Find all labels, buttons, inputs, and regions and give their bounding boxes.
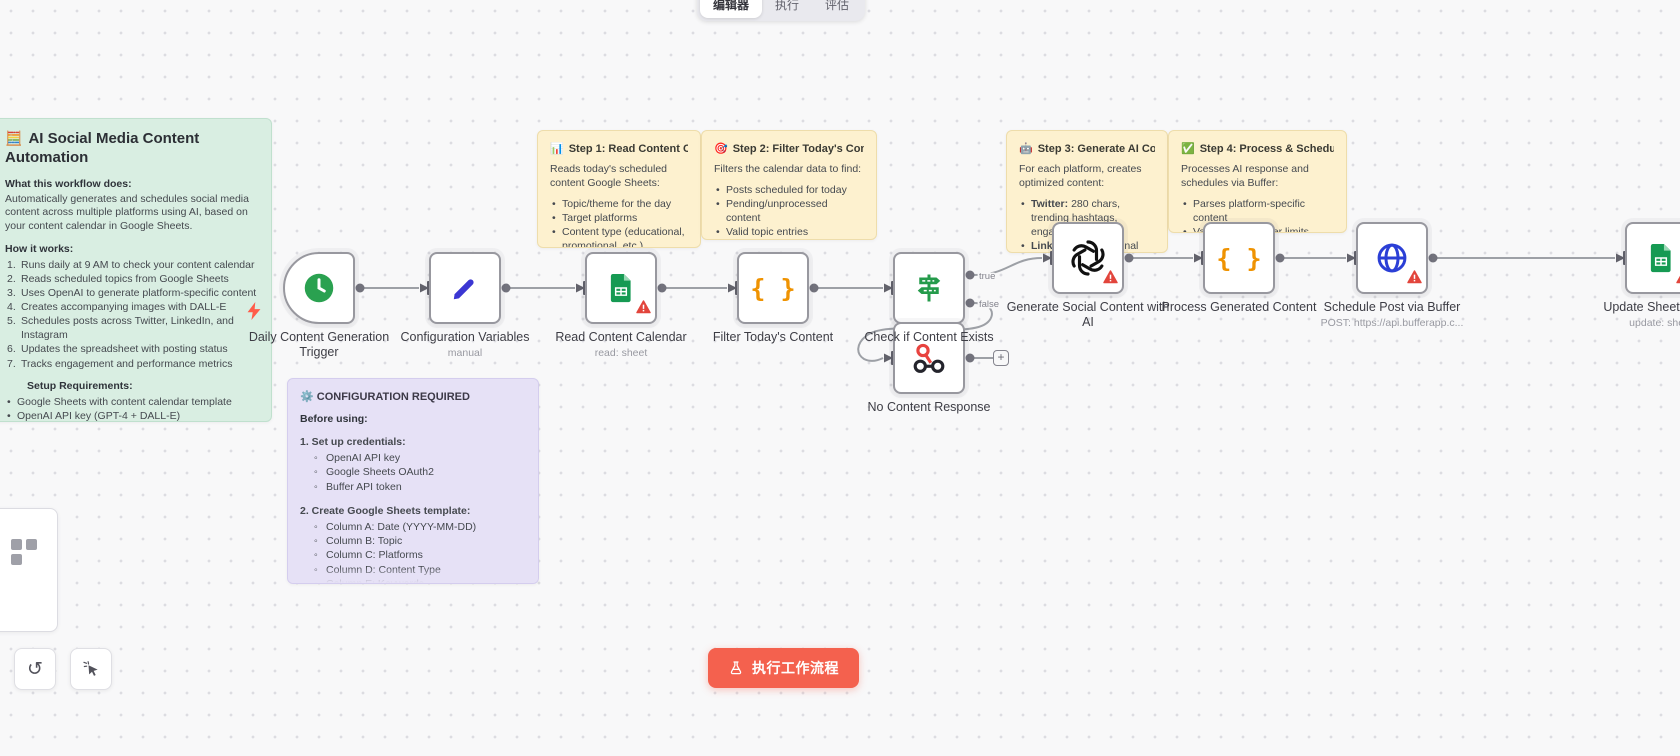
overview-setup-heading: Setup Requirements:: [27, 379, 133, 392]
sticky-note-step2[interactable]: 🎯Step 2: Filter Today's Content Filters …: [701, 130, 877, 240]
minimap-node: [26, 539, 37, 550]
connection-wire[interactable]: [1275, 251, 1359, 265]
code-braces-icon: { }: [750, 273, 796, 303]
add-node-plus-button[interactable]: +: [993, 350, 1009, 366]
warning-badge: [1103, 270, 1118, 289]
node-no-content-response[interactable]: [893, 322, 965, 394]
list-item: Google Sheets with content calendar temp…: [5, 395, 259, 409]
openai-icon: [1071, 240, 1105, 276]
node-daily-trigger[interactable]: [283, 252, 355, 324]
node-check-if-content-exists[interactable]: [893, 252, 965, 324]
dart-icon: 🎯: [714, 143, 728, 155]
minimap[interactable]: [0, 508, 58, 632]
node-schedule-post-buffer[interactable]: [1356, 222, 1428, 294]
tab-evaluations[interactable]: 评估: [825, 0, 850, 12]
connection-wire[interactable]: [501, 281, 588, 295]
list-item: Runs daily at 9 AM to check your content…: [7, 258, 255, 272]
node-label: No Content Response: [867, 400, 991, 414]
connection-wire[interactable]: [1124, 251, 1206, 265]
warning-badge: [636, 300, 651, 319]
connection-wire[interactable]: [657, 281, 740, 295]
node-label: Filter Today's Content: [712, 330, 834, 344]
node-read-content-calendar[interactable]: [585, 252, 657, 324]
node-label: Generate Social Content with AI: [1006, 300, 1170, 329]
list-item: Creates accompanying images with DALL-E: [7, 300, 227, 314]
connection-wire[interactable]: [355, 281, 432, 295]
minimap-node: [11, 539, 22, 550]
overview-what-text: Automatically generates and schedules so…: [5, 192, 249, 233]
sticky-note-step3[interactable]: 🤖Step 3: Generate AI Content For each pl…: [1006, 130, 1168, 253]
minimap-node: [11, 554, 22, 565]
connection-wire[interactable]: [965, 353, 994, 363]
webhook-icon: [913, 343, 945, 373]
warning-badge: [1407, 270, 1422, 289]
overview-how-heading: How it works:: [5, 243, 74, 256]
execute-workflow-button[interactable]: 执行工作流程: [708, 648, 859, 688]
list-item: Reads scheduled topics from Google Sheet…: [7, 272, 229, 286]
sticky-note-configuration[interactable]: ⚙️ CONFIGURATION REQUIRED Before using: …: [287, 378, 539, 584]
globe-icon: [1377, 243, 1407, 273]
node-update-sheet[interactable]: [1625, 222, 1680, 294]
list-item: Uses OpenAI to generate platform-specifi…: [7, 286, 257, 300]
pointer-icon: [83, 661, 98, 676]
bar-chart-icon: 📊: [550, 143, 564, 155]
flask-icon: [730, 661, 742, 675]
clock-icon: [304, 273, 334, 303]
view-tabs: 编辑器 执行 评估: [697, 0, 866, 21]
node-process-generated-content[interactable]: { }: [1203, 222, 1275, 294]
google-sheets-icon: [1650, 244, 1671, 273]
tidy-up-button[interactable]: [70, 648, 112, 690]
branch-label-true: true: [979, 271, 995, 282]
node-label: Daily Content Generation Trigger: [248, 330, 390, 359]
sticky-note-step1[interactable]: 📊Step 1: Read Content Calendar Reads tod…: [537, 130, 701, 248]
connection-wire[interactable]: [809, 281, 896, 295]
robot-icon: 🤖: [1019, 143, 1033, 155]
overview-how-list: Runs daily at 9 AM to check your content…: [5, 258, 259, 371]
gear-icon: ⚙️: [300, 391, 314, 403]
node-filter-todays-content[interactable]: { }: [737, 252, 809, 324]
list-item: Updates the spreadsheet with posting sta…: [7, 342, 228, 356]
list-item: Schedules posts across Twitter, LinkedIn…: [7, 314, 234, 342]
undo-button[interactable]: ↺: [14, 648, 56, 690]
node-label: Process Generated Content: [1161, 300, 1317, 314]
check-icon: ✅: [1181, 143, 1195, 155]
code-braces-icon: { }: [1216, 243, 1262, 273]
abacus-icon: 🧮: [5, 130, 23, 146]
sticky-note-overview[interactable]: 🧮AI Social Media Content Automation What…: [0, 118, 272, 422]
node-configuration-variables[interactable]: [429, 252, 501, 324]
list-item: OpenAI API key (GPT-4 + DALL-E): [5, 409, 259, 421]
overview-what-heading: What this workflow does:: [5, 177, 132, 190]
node-generate-social-content[interactable]: [1052, 222, 1124, 294]
node-label: Check if Content Exists: [864, 330, 994, 344]
connection-wire[interactable]: [1428, 251, 1628, 265]
tab-editor[interactable]: 编辑器: [700, 0, 763, 18]
undo-icon: ↺: [27, 658, 43, 680]
node-label: Update Sheet Statusupdate: sheet: [1603, 300, 1680, 329]
lightning-icon: [247, 302, 261, 320]
tab-executions[interactable]: 执行: [775, 0, 800, 12]
warning-badge: [1676, 270, 1680, 289]
signpost-icon: [917, 274, 941, 302]
list-item: Tracks engagement and performance metric…: [7, 357, 233, 371]
pencil-icon: [453, 279, 474, 300]
google-sheets-icon: [610, 274, 631, 303]
overview-title: 🧮AI Social Media Content Automation: [5, 130, 200, 166]
branch-label-false: false: [979, 299, 999, 310]
